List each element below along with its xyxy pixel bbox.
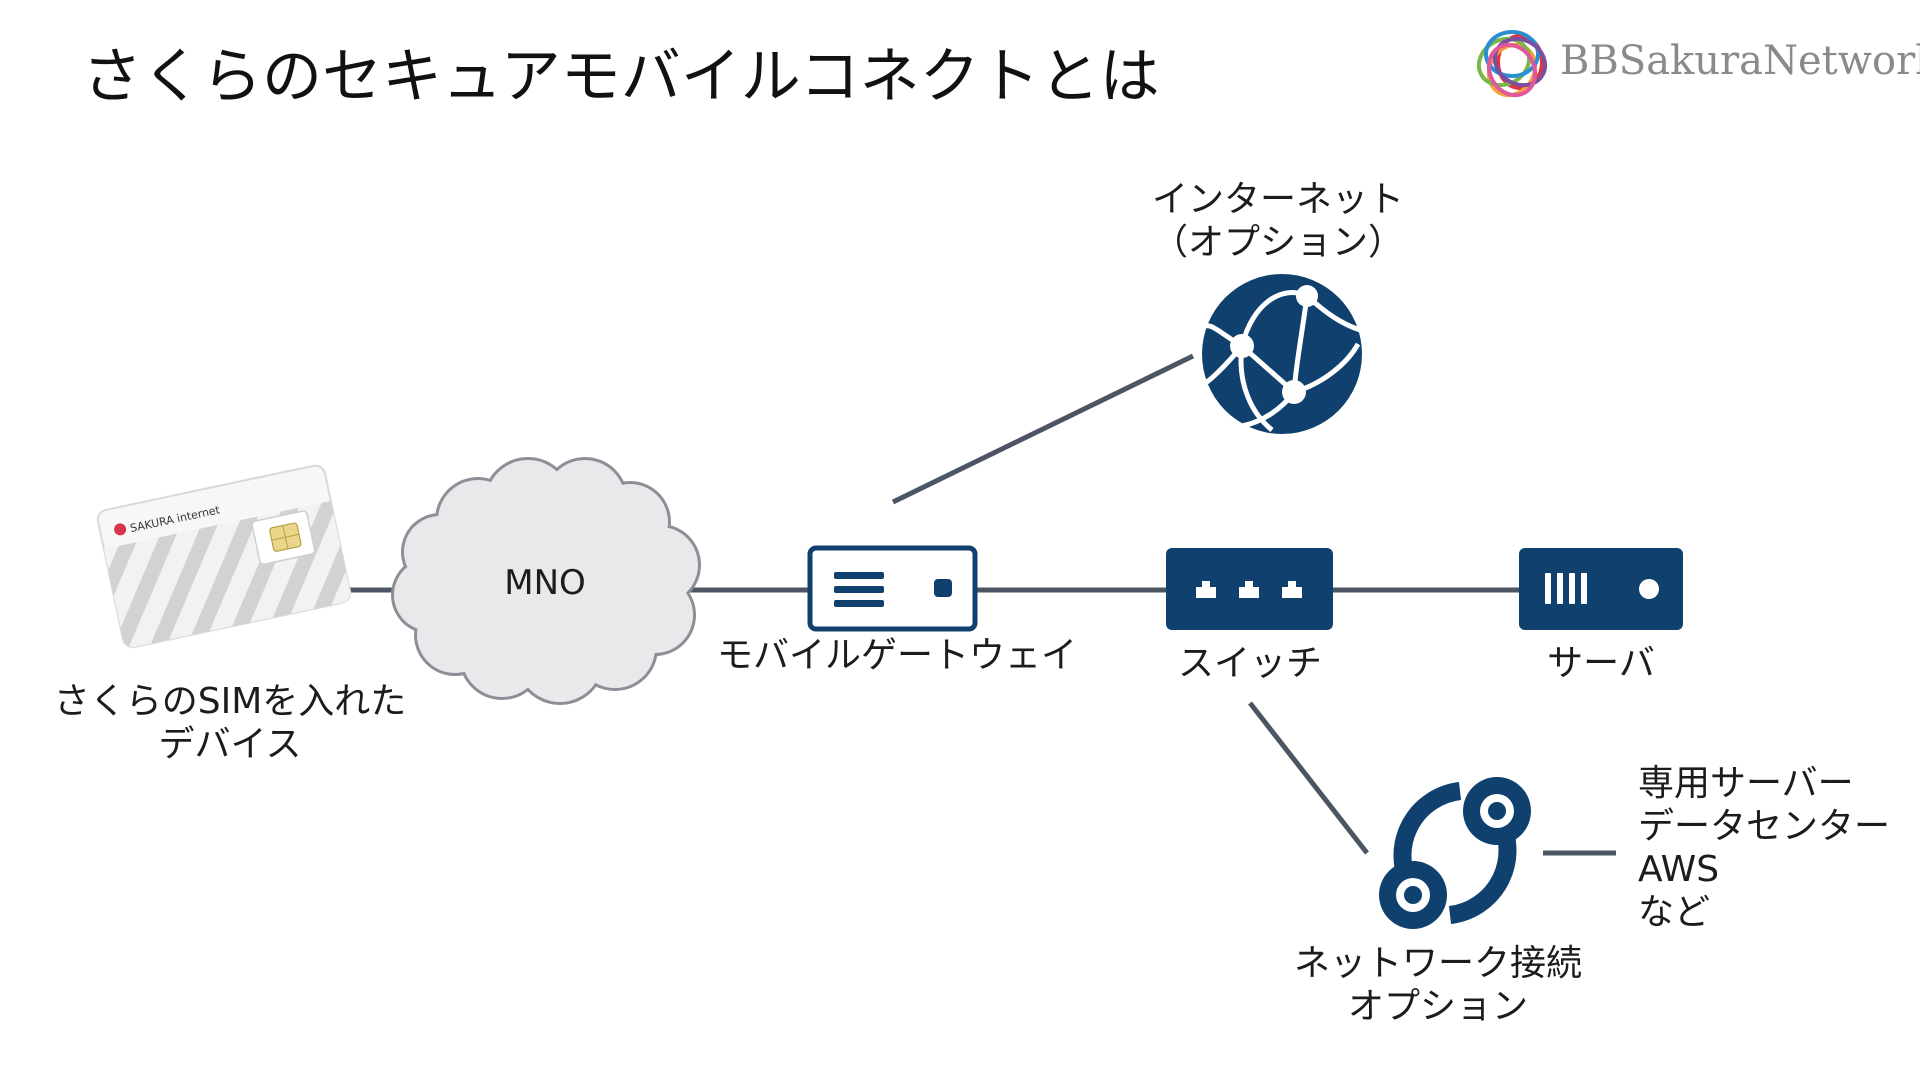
mno-label: MNO	[504, 563, 586, 603]
cloud-icon	[391, 457, 701, 705]
logo-text: BBSakuraNetworks	[1560, 38, 1920, 84]
mobile-gateway-label: モバイルゲートウェイ	[717, 634, 1077, 677]
internet-label: インターネット （オプション）	[1152, 178, 1404, 264]
sim-card-icon: SAKURA internet	[96, 464, 353, 649]
destinations-line2: データセンター	[1638, 806, 1891, 847]
switch-label: スイッチ	[1178, 642, 1322, 685]
bbsakura-logo-icon	[1476, 30, 1548, 98]
mobile-gateway-label-text: モバイルゲートウェイ	[716, 635, 1078, 676]
destinations-line4: など	[1638, 892, 1711, 933]
network-option-label-line1: ネットワーク接続	[1293, 943, 1583, 984]
internet-label-line2: （オプション）	[1151, 222, 1405, 263]
destinations-line3: AWS	[1638, 849, 1720, 890]
switch-label-text: スイッチ	[1177, 643, 1323, 684]
sim-device-label: さくらのSIMを入れた デバイス	[54, 680, 407, 766]
line-gateway-to-internet	[891, 353, 1195, 505]
server-device-icon	[1519, 548, 1683, 630]
destinations-line1: 専用サーバー	[1638, 763, 1854, 804]
network-link-icon	[1379, 777, 1531, 929]
server-label: サーバ	[1547, 642, 1655, 685]
switch-device-icon	[1166, 548, 1333, 630]
line-switch-to-network-option	[1248, 701, 1369, 855]
server-label-text: サーバ	[1547, 643, 1655, 684]
page-title: さくらのセキュアモバイルコネクトとは	[82, 42, 1160, 112]
network-option-label-line2: オプション	[1347, 986, 1529, 1027]
gateway-device-icon	[807, 545, 978, 632]
internet-label-line1: インターネット	[1151, 179, 1405, 220]
destinations-label: 専用サーバー データセンター AWS など	[1638, 762, 1890, 934]
sim-device-label-line2: デバイス	[158, 724, 302, 765]
sim-device-label-line1: さくらのSIMを入れた	[53, 681, 407, 722]
globe-network-icon	[1202, 274, 1362, 434]
network-option-label: ネットワーク接続 オプション	[1294, 942, 1582, 1028]
